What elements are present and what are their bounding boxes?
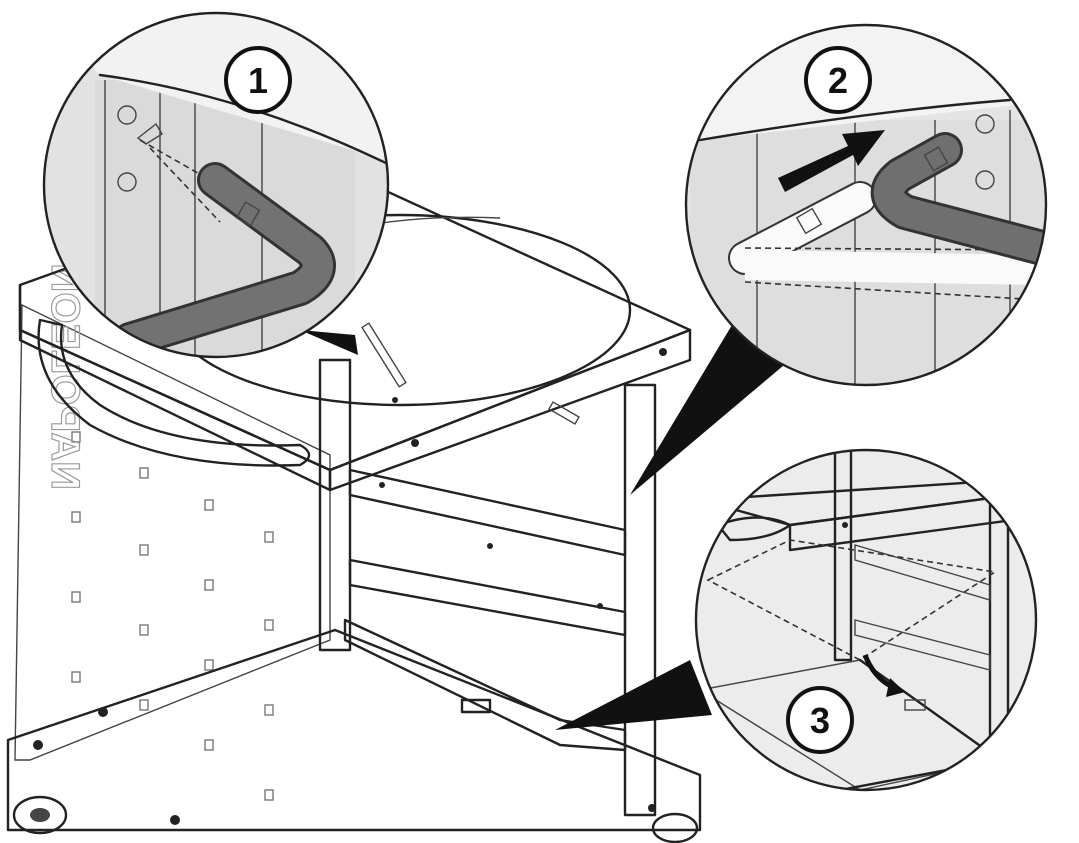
cart-illustration: NAPOLEON (6, 168, 702, 843)
detail-step-1: 1 (42, 11, 390, 359)
callout-pointer-2 (630, 320, 790, 495)
ghost-panel (706, 539, 998, 661)
step-badge-3 (786, 686, 854, 754)
rear-post-left (318, 358, 352, 652)
step-badge-2 (804, 46, 872, 114)
step-number-1: 1 (248, 60, 268, 101)
detail-frame-3 (694, 448, 1038, 792)
bottom-shelf (6, 628, 702, 832)
callout-pointer-3 (555, 660, 712, 730)
side-panel-holes (71, 431, 274, 801)
caster-left (12, 795, 68, 835)
clip-bracket (460, 698, 492, 714)
arrow-right-icon (778, 130, 885, 192)
detail-step-3: 3 (694, 448, 1038, 792)
detail-frame-2 (684, 23, 1048, 387)
step-badge-1 (224, 46, 292, 114)
rear-post-right (623, 383, 657, 817)
back-rail-lower (348, 558, 627, 637)
left-side-panel (14, 303, 331, 761)
caster-right (651, 812, 699, 843)
side-handle (37, 318, 311, 467)
brand-emboss: NAPOLEON (43, 263, 87, 490)
detail-frame-1 (42, 11, 390, 359)
back-rail-upper (348, 468, 627, 557)
step-number-3: 3 (810, 700, 830, 741)
screw-hole-icon (117, 105, 137, 125)
front-frame (343, 618, 627, 752)
callout-pointer-1 (300, 330, 358, 355)
step-number-2: 2 (828, 60, 848, 101)
